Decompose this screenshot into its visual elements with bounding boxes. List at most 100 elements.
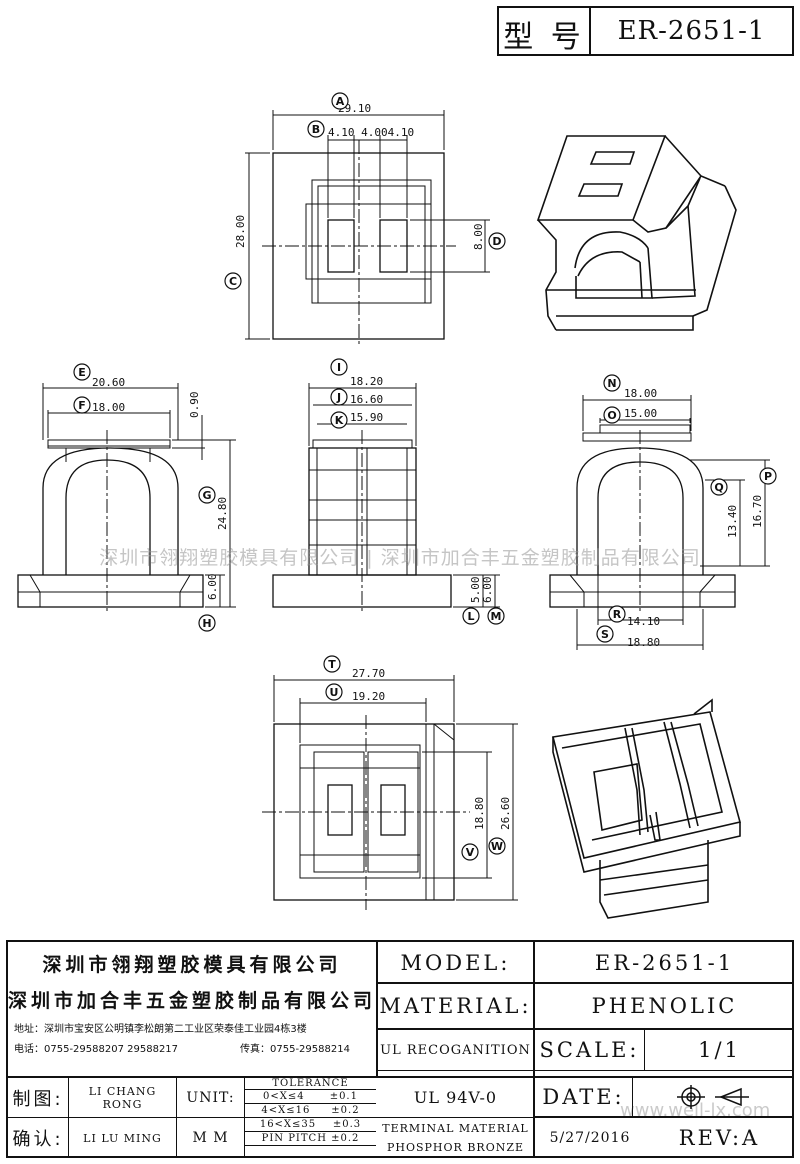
dim-f: 18.00 [92, 401, 125, 414]
drawn-by-value: LI CHANG RONG [88, 1084, 157, 1111]
callout-circle-l [462, 607, 480, 625]
callout-label-h: H [202, 617, 211, 630]
rev-label: REV:A [678, 1126, 761, 1150]
callout-circle-e [73, 363, 91, 381]
callout-circle-o [603, 406, 621, 424]
tolerance-row: 4<X≤16 ±0.2 [261, 1105, 360, 1116]
callout-label-p: P [764, 470, 772, 483]
callout-circle-m [487, 607, 505, 625]
ul-value: UL 94V-0 [413, 1088, 498, 1107]
model-value: ER-2651-1 [594, 951, 735, 975]
callout-label-j: J [336, 391, 341, 404]
dim-f2: 0.90 [188, 392, 201, 419]
tolerance-row: 0<X≤4 ±0.1 [263, 1091, 358, 1102]
dim-t: 27.70 [352, 667, 385, 680]
isometric-view-bottom [552, 698, 741, 919]
company-name-1: 深圳市翎翔塑胶模具有限公司 [42, 953, 342, 976]
callout-circle-p [759, 467, 777, 485]
callout-label-f: F [78, 399, 86, 412]
header-model-value: ER-2651-1 [617, 16, 766, 46]
ul-label: UL RECOGANITION [380, 1042, 531, 1058]
callout-label-n: N [607, 377, 616, 390]
drawn-by-label: 制图: [12, 1088, 64, 1110]
callout-circle-r [608, 605, 626, 623]
callout-label-t: T [328, 658, 336, 671]
dim-i: 18.20 [350, 375, 383, 388]
technical-drawing: 29.10 4.10 4.004.10 28.00 8.00 20.60 18.… [17, 92, 777, 919]
company-name-2: 深圳市加合丰五金塑胶制品有限公司 [8, 989, 377, 1012]
callout-circle-q [710, 478, 728, 496]
company-address: 地址：深圳市宝安区公明镇李松朗第二工业区荣泰佳工业园4栋3楼 [14, 1023, 307, 1035]
site-watermark: www.well-lx.com [620, 1100, 771, 1121]
dim-s: 18.80 [627, 636, 660, 649]
scale-label: SCALE: [539, 1038, 640, 1062]
callout-circle-u [325, 683, 343, 701]
callout-circle-n [603, 374, 621, 392]
callout-label-g: G [202, 489, 211, 502]
date-value: 5/27/2016 [549, 1130, 631, 1146]
checked-by-value: LI LU MING [83, 1131, 162, 1145]
callout-label-v: V [466, 846, 475, 859]
callout-label-a: A [336, 95, 345, 108]
unit-value: M M [192, 1130, 229, 1146]
dim-e: 20.60 [92, 376, 125, 389]
terminal-material-value: PHOSPHOR BRONZE [386, 1140, 525, 1154]
callout-label-u: U [330, 686, 339, 699]
callout-circle-b [307, 120, 325, 138]
callout-label-l: L [467, 610, 474, 623]
scale-value: 1/1 [698, 1038, 741, 1062]
date-label: DATE: [542, 1085, 625, 1109]
callout-label-d: D [492, 235, 501, 248]
callout-circle-a [331, 92, 349, 110]
dim-p: 16.70 [751, 495, 764, 528]
dim-c: 28.00 [234, 215, 247, 248]
header-model-label: 型 号 [503, 20, 585, 55]
callout-circle-j [330, 388, 348, 406]
tolerance-row: PIN PITCH ±0.2 [261, 1133, 360, 1144]
callout-label-o: O [607, 409, 616, 422]
terminal-material-label: TERMINAL MATERIAL [382, 1121, 529, 1135]
dim-h: 6.00 [206, 574, 219, 601]
dim-k: 15.90 [350, 411, 383, 424]
callout-label-s: S [601, 628, 609, 641]
callout-label-b: B [312, 123, 320, 136]
callout-circle-i [330, 358, 348, 376]
dim-l: 5.00 [469, 577, 482, 604]
dim-m: 6.00 [481, 577, 494, 604]
material-label: MATERIAL: [379, 994, 532, 1018]
tolerance-title: TOLERANCE [272, 1078, 349, 1089]
header-model-box: 型 号 ER-2651-1 [497, 6, 794, 56]
callout-label-e: E [78, 366, 86, 379]
checked-by-label: 确认: [12, 1129, 64, 1150]
callout-circle-t [323, 655, 341, 673]
dim-w: 26.60 [499, 797, 512, 830]
dim-j: 16.60 [350, 393, 383, 406]
callout-label-i: I [337, 361, 341, 374]
dim-b: 4.10 4.004.10 [328, 126, 414, 139]
title-block: 深圳市翎翔塑胶模具有限公司 深圳市加合丰五金塑胶制品有限公司 地址：深圳市宝安区… [6, 940, 794, 1158]
model-label: MODEL: [400, 951, 511, 975]
callout-label-w: W [491, 840, 503, 853]
callout-circle-k [330, 411, 348, 429]
dim-u: 19.20 [352, 690, 385, 703]
callout-label-q: Q [714, 481, 723, 494]
company-phone: 电话：0755-29588207 29588217 [14, 1043, 179, 1055]
unit-label: UNIT: [186, 1089, 235, 1106]
dim-q: 13.40 [726, 505, 739, 538]
callout-circle-f [73, 396, 91, 414]
callout-circle-d [488, 232, 506, 250]
isometric-view-top [536, 135, 737, 331]
callout-circle-w [488, 837, 506, 855]
material-value: PHENOLIC [591, 994, 738, 1018]
callout-label-r: R [613, 608, 622, 621]
callout-circle-c [224, 272, 242, 290]
dim-d: 8.00 [472, 224, 485, 251]
header-divider [589, 8, 591, 54]
callout-label-m: M [491, 610, 502, 623]
dim-v: 18.80 [473, 797, 486, 830]
callout-label-c: C [229, 275, 237, 288]
dim-r: 14.10 [627, 615, 660, 628]
bottom-view [262, 675, 518, 910]
company-fax: 传真：0755-29588214 [240, 1043, 350, 1055]
